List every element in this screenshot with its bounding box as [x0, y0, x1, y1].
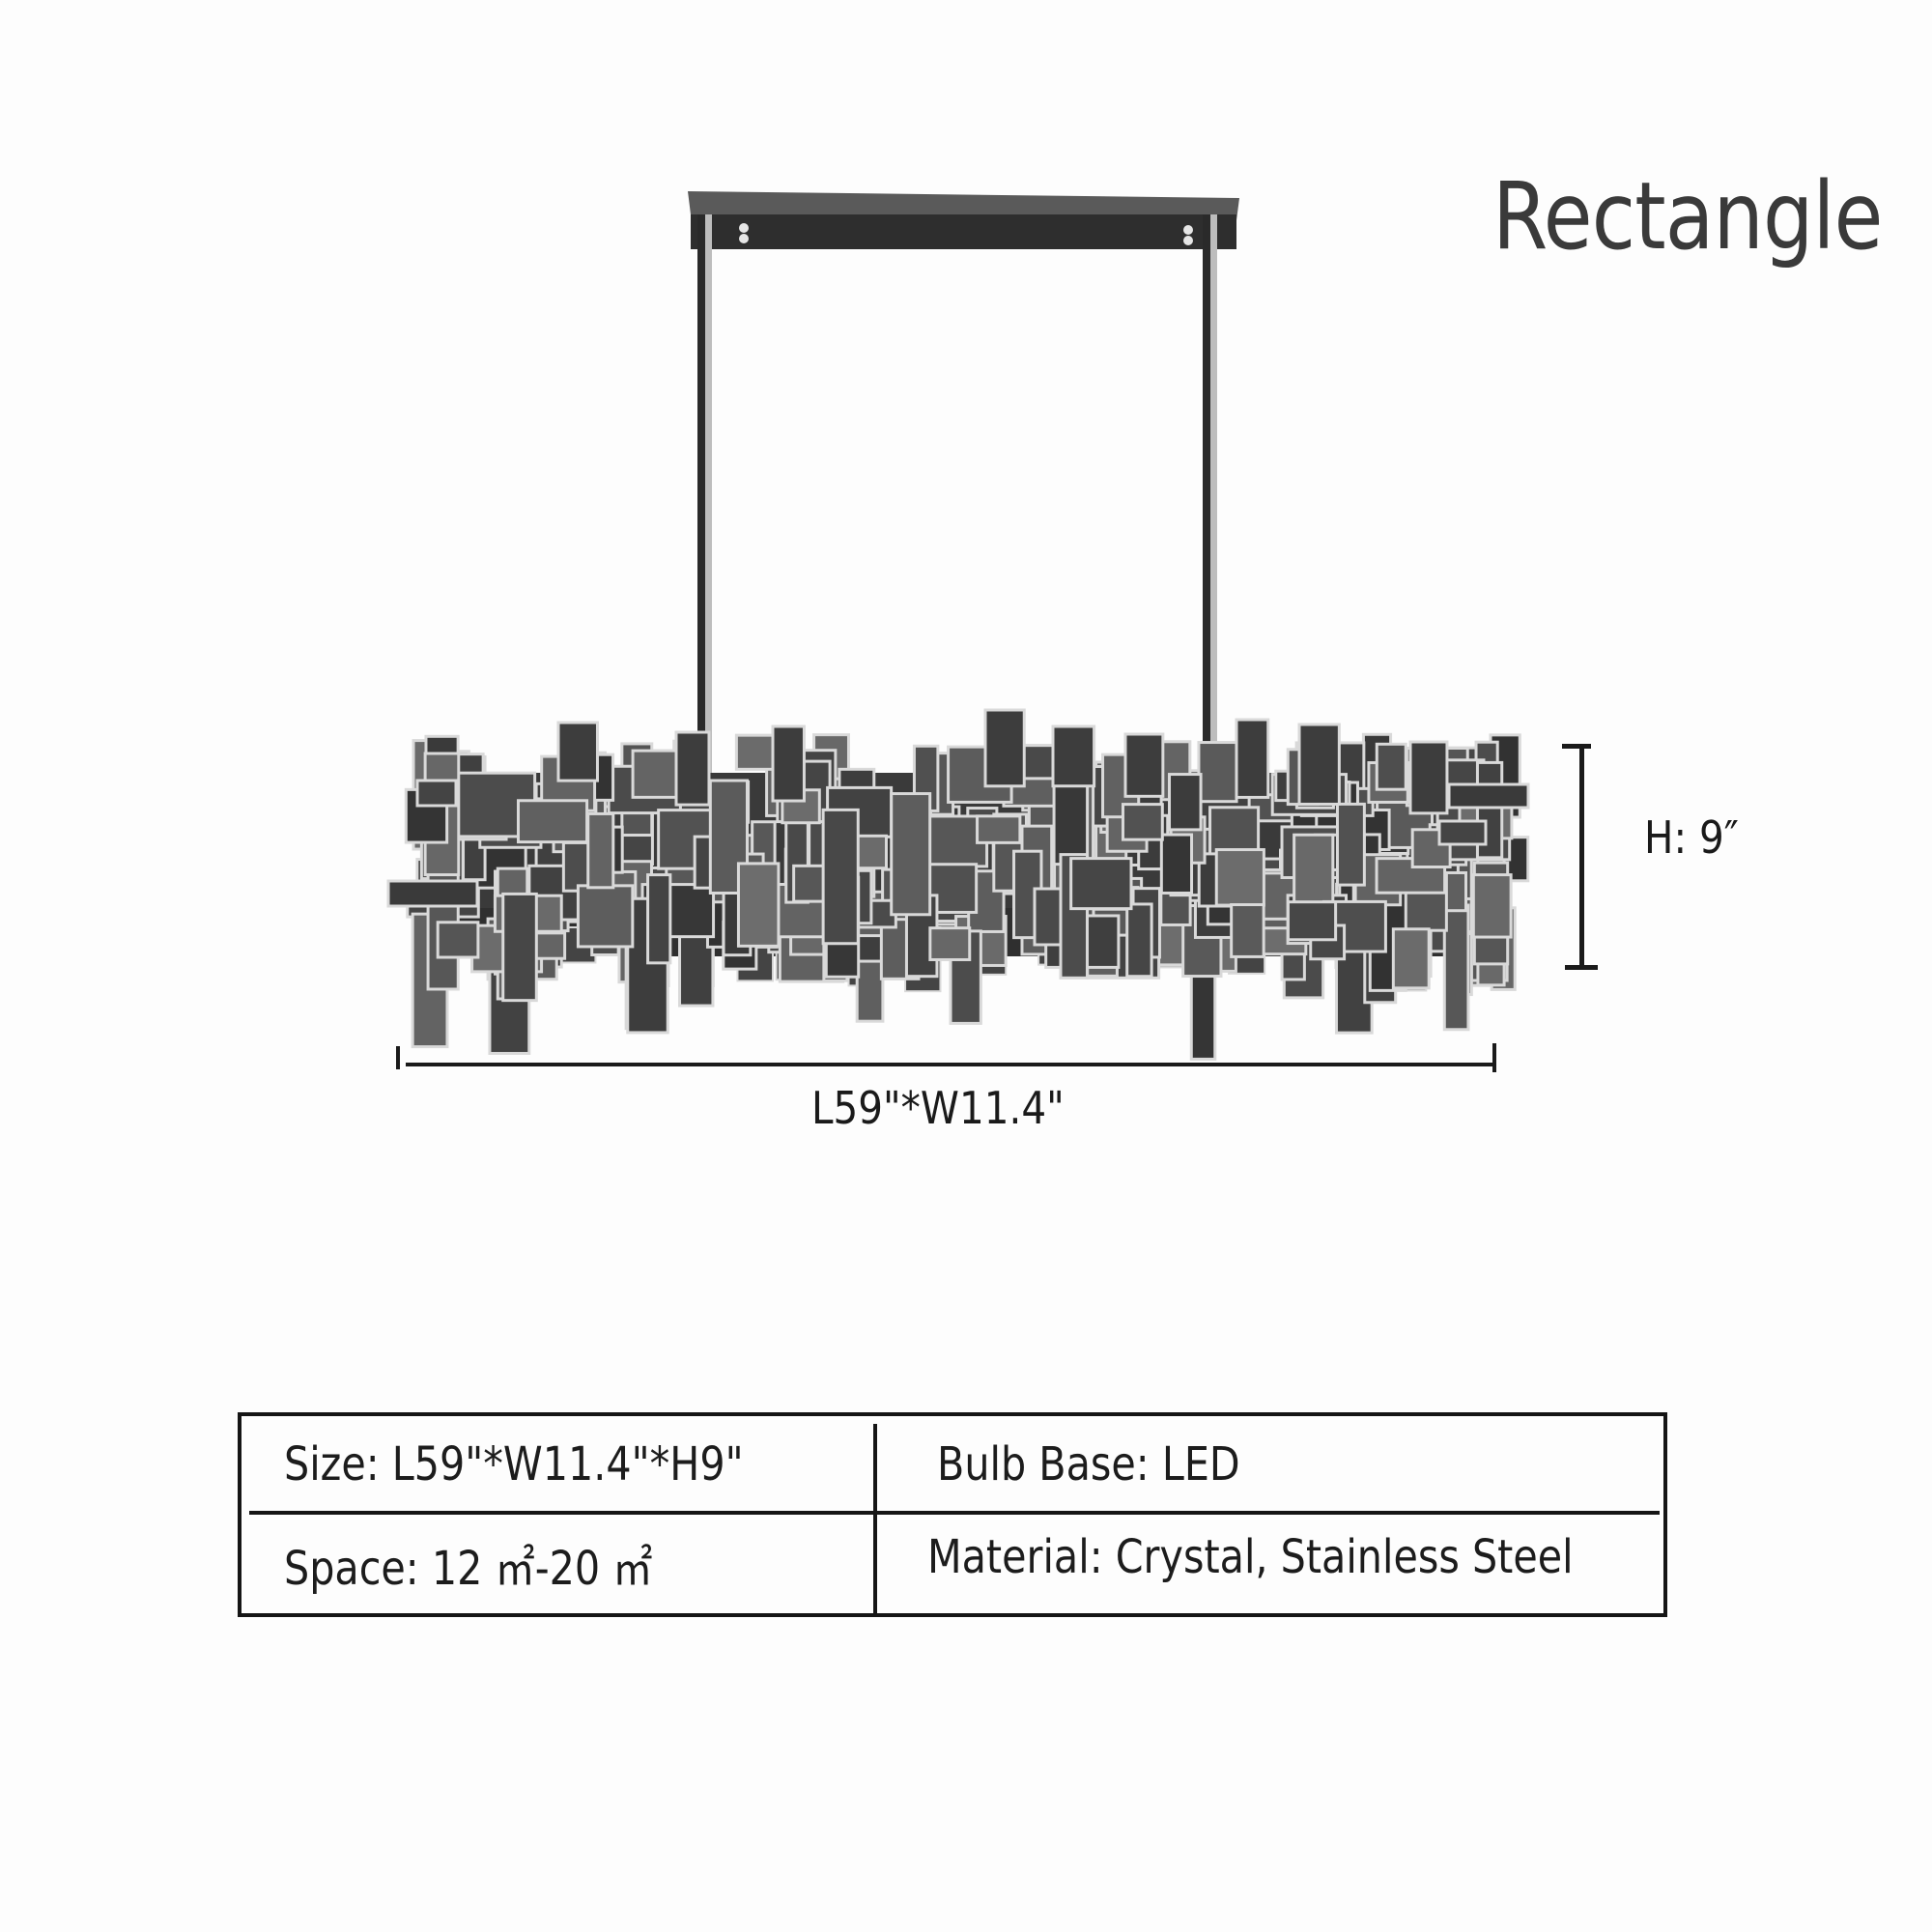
spec-size: Size: L59"*W11.4"*H9": [284, 1437, 744, 1492]
canopy: [688, 191, 1239, 249]
spec-table: Size: L59"*W11.4"*H9" Bulb Base: LED Spa…: [238, 1412, 1667, 1617]
height-label: H: 9″: [1644, 811, 1739, 864]
length-label: L59"*W11.4": [811, 1082, 1065, 1134]
suspension-rods: [697, 214, 1217, 784]
length-dimension-line: [396, 1043, 1496, 1072]
spec-material: Material: Crystal, Stainless Steel: [927, 1530, 1574, 1584]
spec-bulb-base: Bulb Base: LED: [937, 1437, 1240, 1492]
crystal-body: [386, 708, 1530, 1061]
shape-title: Rectangle: [1492, 162, 1883, 270]
height-dimension-line: [1562, 744, 1598, 970]
spec-row: Space: 12 ㎡-20 ㎡ Material: Crystal, Stai…: [249, 1511, 1660, 1617]
spec-space: Space: 12 ㎡-20 ㎡: [284, 1542, 653, 1596]
column-divider: [873, 1424, 877, 1617]
spec-row: Size: L59"*W11.4"*H9" Bulb Base: LED: [242, 1416, 1663, 1511]
